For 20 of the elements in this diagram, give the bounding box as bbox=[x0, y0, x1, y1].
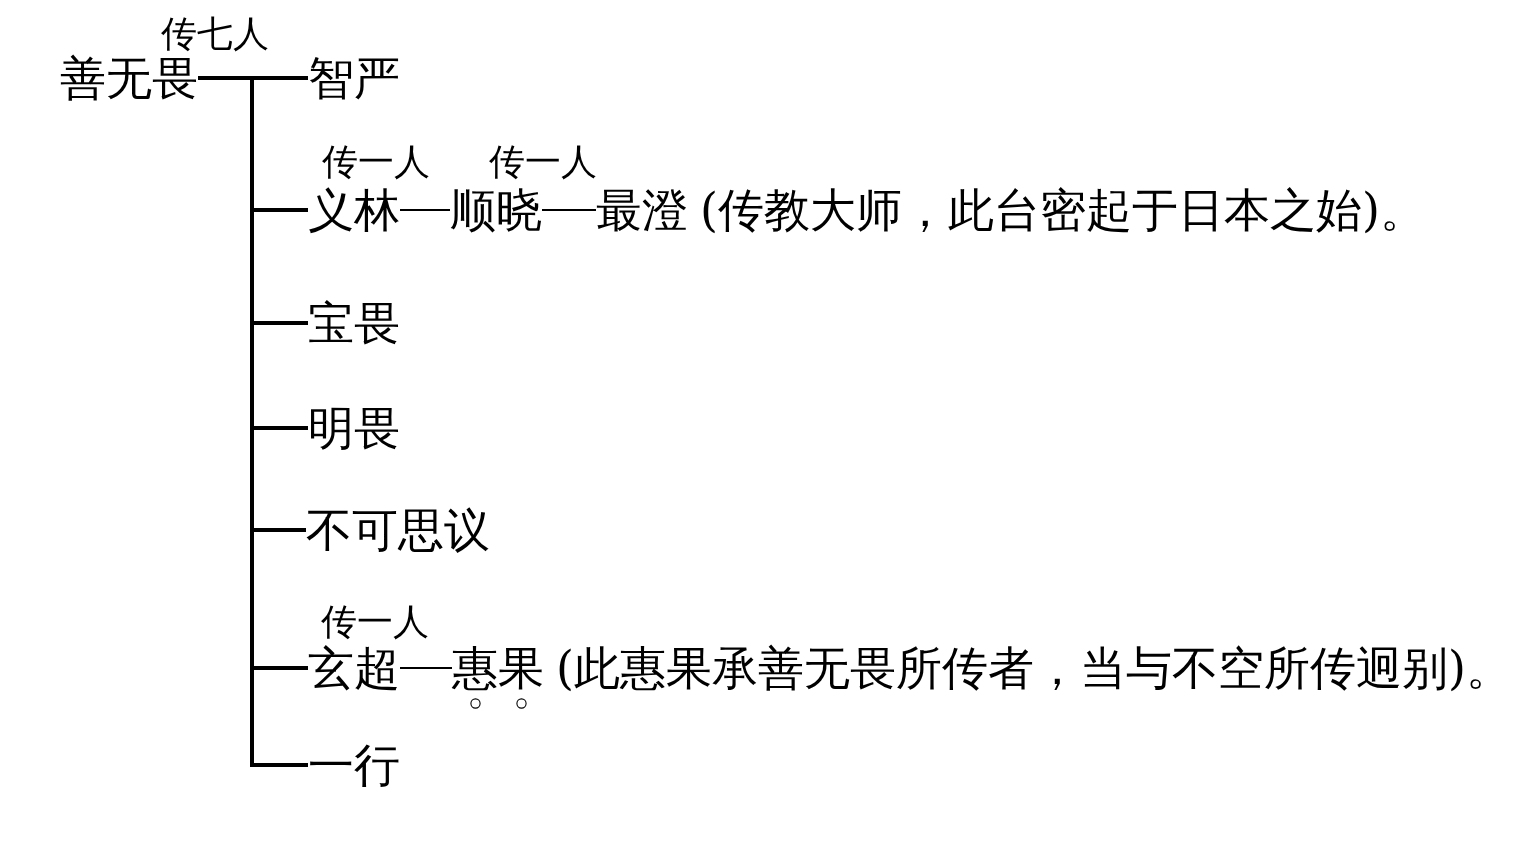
connector-line bbox=[399, 209, 451, 211]
note-text: (传教大师，此台密起于日本之始)。 bbox=[700, 187, 1426, 233]
person-name: 顺晓 bbox=[450, 187, 542, 233]
edge-label: 传一人 bbox=[489, 144, 597, 180]
connector-line bbox=[541, 209, 597, 211]
person-name: 玄超 bbox=[308, 645, 400, 691]
note-text: (此惠果承善无畏所传者，当与不空所传迥别)。 bbox=[556, 645, 1512, 691]
connector-line bbox=[399, 667, 453, 669]
person-name: 最澄 bbox=[596, 187, 688, 233]
person-name: 义林 bbox=[308, 187, 400, 233]
edge-label: 传一人 bbox=[321, 604, 429, 640]
person-name: 不可思议 bbox=[306, 507, 490, 553]
edge-label: 传一人 bbox=[322, 144, 430, 180]
person-name: 一行 bbox=[308, 742, 400, 788]
person-name: 智严 bbox=[308, 55, 400, 101]
person-name: 明畏 bbox=[308, 405, 400, 451]
person-name: 宝畏 bbox=[308, 300, 400, 346]
edge-label: 传七人 bbox=[161, 16, 269, 52]
person-name: 善无畏 bbox=[60, 55, 198, 101]
person-name: 惠果 bbox=[452, 645, 544, 691]
